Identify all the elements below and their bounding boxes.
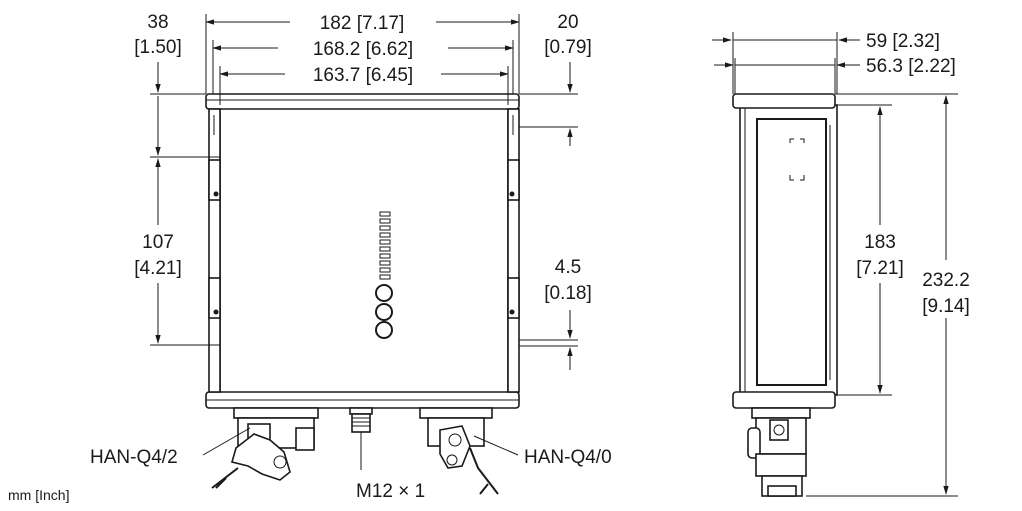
dim-depth-inner: 56.3 [2.22] [866, 56, 956, 77]
status-led-1 [375, 284, 393, 302]
dim-slot-height-mm: 4.5 [555, 257, 581, 278]
dim-total-height-in: [9.14] [922, 296, 970, 317]
front-view: 182 [7.17] 168.2 [6.62] 163.7 [6.45] 38 … [90, 12, 612, 502]
dim-total-height-mm: 232.2 [922, 270, 970, 291]
dim-body-height-mm: 183 [864, 232, 896, 253]
status-led-2 [375, 303, 393, 321]
dim-slot-spacing-mm: 107 [142, 232, 174, 253]
housing-body [219, 104, 509, 396]
dim-left-offset-in: [1.50] [134, 37, 182, 58]
side-body [739, 104, 838, 396]
dim-left-offset-mm: 38 [147, 12, 168, 33]
top-flange [205, 93, 520, 110]
dim-width-mid: 168.2 [6.62] [313, 39, 413, 60]
left-mounting-rail [208, 108, 221, 393]
led-bar-indicator [379, 211, 391, 280]
dim-slot-spacing-in: [4.21] [134, 258, 182, 279]
dim-width-inner: 163.7 [6.45] [313, 65, 413, 86]
label-connector-han-q4-2: HAN-Q4/2 [90, 447, 178, 468]
connector-m12-drawing [349, 407, 373, 433]
dim-depth-overall: 59 [2.32] [866, 31, 940, 52]
dim-right-offset-in: [0.79] [544, 37, 592, 58]
side-front-window [756, 118, 827, 386]
dim-slot-height-in: [0.18] [544, 283, 592, 304]
label-connector-m12: M12 × 1 [356, 481, 425, 502]
dim-body-height-in: [7.21] [856, 258, 904, 279]
label-connector-han-q4-0: HAN-Q4/0 [524, 447, 612, 468]
side-top-flange [732, 93, 836, 109]
side-bottom-flange [732, 391, 836, 409]
connector-han-q4-0-drawing [419, 407, 499, 495]
side-connector-drawing [747, 407, 811, 497]
status-led-3 [375, 321, 393, 339]
units-note: mm [Inch] [8, 487, 69, 503]
side-view: 59 [2.32] 56.3 [2.22] 183 [7.21] 232.2 [… [712, 31, 970, 497]
dim-right-offset-mm: 20 [557, 12, 578, 33]
right-mounting-rail [507, 108, 520, 393]
connector-han-q4-2-drawing [211, 407, 319, 489]
dim-width-overall: 182 [7.17] [320, 13, 405, 34]
